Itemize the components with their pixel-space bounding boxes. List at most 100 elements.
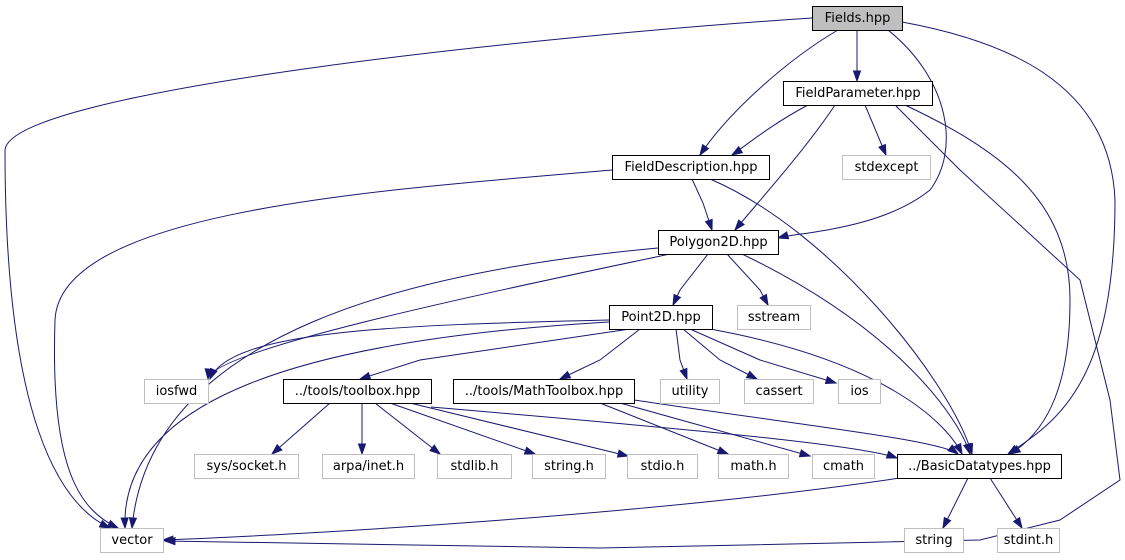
- edge-arrowhead: [679, 367, 688, 381]
- node-label: ../tools/toolbox.hpp: [295, 384, 420, 399]
- node-box: [812, 454, 875, 479]
- edge-fields-to-fieldparam: [852, 30, 862, 83]
- edge-arrowhead: [357, 443, 367, 456]
- node-box: [838, 379, 881, 404]
- edge-line: [53, 169, 613, 529]
- edge-mathtoolbox-to-basic: [633, 399, 960, 455]
- node-string: string: [904, 528, 964, 553]
- edge-arrowhead: [161, 535, 174, 544]
- edge-arrowhead: [776, 231, 790, 240]
- edge-fielddesc-to-polygon: [691, 178, 713, 232]
- node-box: [997, 528, 1060, 553]
- node-fieldparam[interactable]: FieldParameter.hpp: [783, 81, 933, 106]
- node-label: ios: [850, 384, 869, 399]
- node-box: [658, 230, 779, 255]
- edge-arrowhead: [358, 371, 372, 380]
- edge-mathtoolbox-to-mathh: [599, 402, 730, 455]
- node-box: [842, 155, 931, 180]
- edge-toolbox-to-stdio: [409, 402, 630, 458]
- edge-line: [409, 402, 629, 457]
- node-box: [100, 528, 164, 553]
- edge-arrowhead: [885, 450, 899, 459]
- edge-line: [901, 21, 1116, 455]
- node-stdlib: stdlib.h: [437, 454, 512, 479]
- edge-arrowhead: [759, 293, 769, 307]
- edge-polygon-to-point: [672, 253, 709, 307]
- edge-arrowhead: [953, 442, 963, 456]
- edge-fieldparam-to-polygon: [734, 104, 836, 232]
- node-label: vector: [111, 533, 153, 548]
- edge-arrowhead: [716, 446, 730, 455]
- node-mathtoolbox[interactable]: ../tools/MathToolbox.hpp: [453, 379, 635, 404]
- node-label: cassert: [755, 384, 802, 399]
- node-label: stdio.h: [641, 459, 685, 474]
- node-fielddesc[interactable]: FieldDescription.hpp: [612, 155, 770, 180]
- node-iosfwd: iosfwd: [144, 379, 209, 404]
- edge-polygon-to-sstream: [726, 253, 769, 307]
- node-label: iosfwd: [156, 384, 198, 399]
- edge-arrowhead: [704, 218, 713, 232]
- edge-arrowhead: [699, 143, 710, 157]
- node-vector: vector: [100, 528, 164, 553]
- node-box: [783, 81, 933, 106]
- edge-line: [164, 104, 1121, 549]
- node-box: [737, 305, 811, 330]
- node-toolbox[interactable]: ../tools/toolbox.hpp: [283, 379, 432, 404]
- edge-toolbox-to-stdlib: [374, 402, 442, 455]
- edge-basic-to-stdint: [989, 477, 1023, 530]
- edge-line: [374, 402, 441, 455]
- node-box: [812, 6, 903, 31]
- node-cmath: cmath: [812, 454, 875, 479]
- node-label: Fields.hpp: [825, 11, 891, 26]
- node-label: math.h: [730, 459, 776, 474]
- node-label: Point2D.hpp: [621, 310, 700, 325]
- edge-fieldparam-to-basic: [904, 104, 1071, 455]
- edge-fields-to-vector: [4, 17, 813, 529]
- edge-arrowhead: [270, 443, 283, 455]
- edge-line: [162, 477, 901, 541]
- edge-line: [430, 406, 898, 459]
- edge-line: [699, 29, 839, 156]
- node-stdio: stdio.h: [627, 454, 698, 479]
- node-label: stdlib.h: [451, 459, 499, 474]
- node-stringh: string.h: [532, 454, 606, 479]
- edge-line: [359, 328, 631, 380]
- edge-line: [904, 104, 1071, 455]
- edge-arrowhead: [947, 444, 960, 455]
- node-polygon[interactable]: Polygon2D.hpp: [658, 230, 779, 255]
- edge-arrowhead: [209, 367, 218, 381]
- node-label: cmath: [823, 459, 864, 474]
- edge-line: [207, 253, 671, 380]
- edge-point-to-ios: [689, 328, 838, 384]
- edge-toolbox-to-basic: [430, 406, 899, 459]
- node-label: ../tools/MathToolbox.hpp: [465, 384, 624, 399]
- node-stdexcept: stdexcept: [842, 155, 931, 180]
- node-box: [437, 454, 512, 479]
- node-syssocket: sys/socket.h: [194, 454, 299, 479]
- edge-line: [731, 104, 809, 156]
- node-point[interactable]: Point2D.hpp: [609, 305, 713, 330]
- edge-line: [4, 17, 813, 529]
- node-arpainet: arpa/inet.h: [322, 454, 415, 479]
- node-label: ../BasicDatatypes.hpp: [908, 459, 1051, 474]
- node-utility: utility: [660, 379, 720, 404]
- edge-fields-to-polygon: [776, 29, 947, 240]
- edge-arrowhead: [106, 519, 120, 529]
- edge-toolbox-to-syssocket: [270, 402, 331, 455]
- edge-point-to-iosfwd: [209, 319, 610, 381]
- edge-arrowhead: [1012, 516, 1023, 530]
- node-box: [322, 454, 415, 479]
- edge-line: [741, 253, 971, 455]
- edge-point-to-vector: [120, 321, 610, 530]
- edge-arrowhead: [120, 517, 129, 530]
- edge-arrowhead: [1008, 444, 1022, 455]
- node-fields[interactable]: Fields.hpp: [812, 6, 903, 31]
- edge-line: [209, 319, 610, 380]
- edge-polygon-to-basic: [741, 253, 972, 456]
- node-ios: ios: [838, 379, 881, 404]
- edge-arrowhead: [963, 442, 972, 456]
- edge-arrowhead: [730, 145, 744, 156]
- node-basic[interactable]: ../BasicDatatypes.hpp: [897, 454, 1062, 479]
- node-label: FieldDescription.hpp: [625, 160, 758, 175]
- node-label: string.h: [544, 459, 594, 474]
